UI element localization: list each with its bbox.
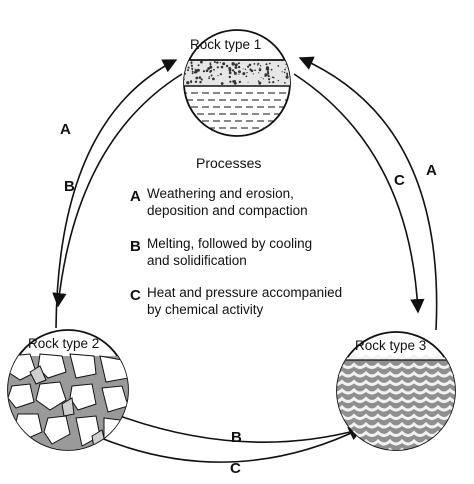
- metamorphic-texture-icon: [337, 353, 455, 450]
- arrow-letter-c-bottom: C: [230, 460, 241, 477]
- arrow-letter-a-left: A: [60, 121, 71, 138]
- rock-type-1-circle: [183, 29, 291, 137]
- cycle-arrows: [52, 56, 438, 463]
- arrow-c-rock1-to-rock3: [293, 73, 425, 314]
- arrow-letter-c-right: C: [394, 172, 405, 189]
- rock-type-1-label: Rock type 1: [190, 37, 262, 52]
- arrow-letter-b-bottom: B: [231, 429, 242, 446]
- sedimentary-texture-icon: [184, 59, 290, 129]
- process-b-line1: Melting, followed by cooling: [147, 236, 313, 251]
- igneous-texture-icon: [8, 353, 128, 450]
- arrow-a-rock3-to-rock1: [298, 56, 438, 331]
- process-b-letter: B: [130, 238, 141, 255]
- rock-type-3-circle: [336, 331, 456, 451]
- process-c-line1: Heat and pressure accompanied: [147, 285, 343, 300]
- process-a-letter: A: [130, 188, 141, 205]
- arrow-b-rock3-to-rock2: [102, 408, 359, 443]
- process-b-line2: and solidification: [147, 253, 247, 268]
- rock-type-3-label: Rock type 3: [355, 338, 427, 353]
- rock-type-2-label: Rock type 2: [28, 336, 100, 351]
- process-c-line2: by chemical activity: [147, 302, 264, 317]
- rock-type-2-circle: [7, 329, 129, 451]
- process-a-line2: deposition and compaction: [147, 203, 308, 218]
- process-a-line1: Weathering and erosion,: [147, 186, 294, 201]
- arrow-c-rock2-to-rock3: [95, 427, 364, 463]
- processes-heading: Processes: [196, 155, 262, 171]
- arrow-b-rock1-to-rock2: [52, 73, 183, 308]
- process-c-letter: C: [130, 287, 141, 304]
- arrow-letter-a-right: A: [426, 162, 437, 179]
- arrow-letter-b-left: B: [64, 178, 75, 195]
- arrow-a-rock2-to-rock1: [55, 59, 178, 329]
